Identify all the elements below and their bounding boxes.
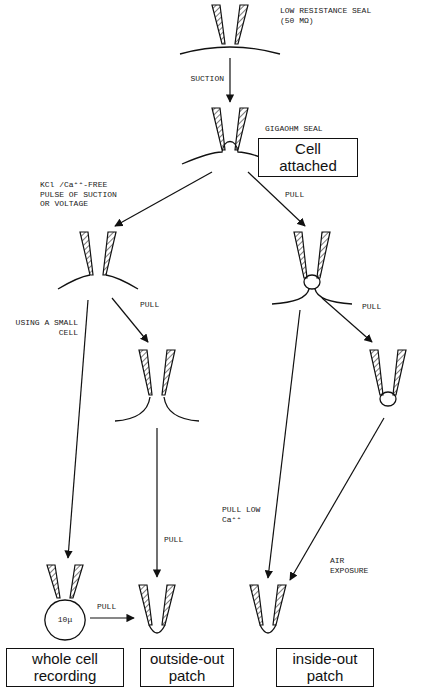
process-arrow bbox=[290, 418, 384, 580]
pipette-wall bbox=[47, 565, 60, 598]
step-label: GIGAOHM SEAL bbox=[265, 124, 355, 134]
process-arrow bbox=[115, 172, 212, 226]
step-label: PULL bbox=[362, 302, 392, 312]
pipette-wall bbox=[393, 350, 406, 395]
box-text: Cell attached bbox=[279, 140, 337, 174]
pipette-wall bbox=[273, 585, 286, 625]
pipette-stage bbox=[180, 5, 280, 54]
pipette-stage bbox=[115, 350, 199, 421]
pipette-wall bbox=[235, 108, 248, 150]
pipette-wall bbox=[370, 350, 383, 395]
step-label: USING A SMALL CELL bbox=[14, 318, 78, 337]
process-arrow bbox=[90, 617, 134, 618]
step-label: PULL bbox=[164, 535, 194, 545]
pipette-stage bbox=[250, 585, 286, 633]
step-label: AIR EXPOSURE bbox=[330, 556, 376, 575]
pipette-wall bbox=[162, 350, 175, 395]
pipette-stage bbox=[58, 232, 138, 289]
box-text: inside-out patch bbox=[292, 650, 357, 684]
pipette-wall bbox=[80, 232, 93, 275]
step-label: PULL LOW Ca⁺⁺ bbox=[222, 505, 266, 524]
configuration-box: whole cell recording bbox=[6, 648, 124, 687]
state-box: Cell attached bbox=[258, 138, 358, 177]
pipette-wall bbox=[139, 350, 152, 395]
process-arrow bbox=[156, 428, 157, 577]
step-label: PULL bbox=[285, 190, 315, 200]
pipette-wall bbox=[70, 565, 83, 598]
box-text: whole cell recording bbox=[32, 650, 98, 684]
cell-membrane bbox=[380, 392, 396, 406]
configuration-box: outside-out patch bbox=[140, 648, 234, 687]
pipette-wall bbox=[162, 585, 175, 625]
process-arrow bbox=[229, 58, 230, 102]
step-label: PULL bbox=[140, 300, 170, 310]
pipette-stage bbox=[370, 350, 406, 406]
pipette-stage bbox=[45, 565, 85, 640]
pipette-wall bbox=[212, 108, 225, 150]
small-cell bbox=[45, 600, 85, 640]
step-label: PULL bbox=[97, 602, 127, 612]
configuration-box: inside-out patch bbox=[276, 648, 374, 687]
step-label: KCl /Ca⁺⁺-FREE PULSE OF SUCTION OR VOLTA… bbox=[40, 180, 122, 209]
pipette-wall bbox=[294, 232, 307, 278]
cell-membrane bbox=[260, 625, 276, 633]
cell-membrane bbox=[115, 397, 199, 421]
cell-membrane bbox=[149, 625, 165, 633]
cell-membrane bbox=[58, 275, 138, 289]
pipette-stage bbox=[272, 232, 352, 304]
cell-membrane bbox=[180, 47, 280, 54]
process-arrow bbox=[268, 310, 300, 578]
pipette-wall bbox=[317, 232, 330, 278]
cell-membrane bbox=[272, 275, 352, 304]
pipette-stage bbox=[139, 585, 175, 633]
pipette-wall bbox=[235, 5, 248, 44]
box-text: outside-out patch bbox=[150, 650, 224, 684]
step-label: SUCTION bbox=[176, 74, 224, 84]
size-label: 10μ bbox=[50, 615, 80, 625]
step-label: LOW RESISTANCE SEAL (50 MΩ) bbox=[280, 6, 380, 25]
pipette-wall bbox=[212, 5, 225, 44]
process-arrow bbox=[68, 300, 88, 558]
pipette-wall bbox=[103, 232, 116, 275]
pipette-wall bbox=[139, 585, 152, 625]
pipette-wall bbox=[250, 585, 263, 625]
